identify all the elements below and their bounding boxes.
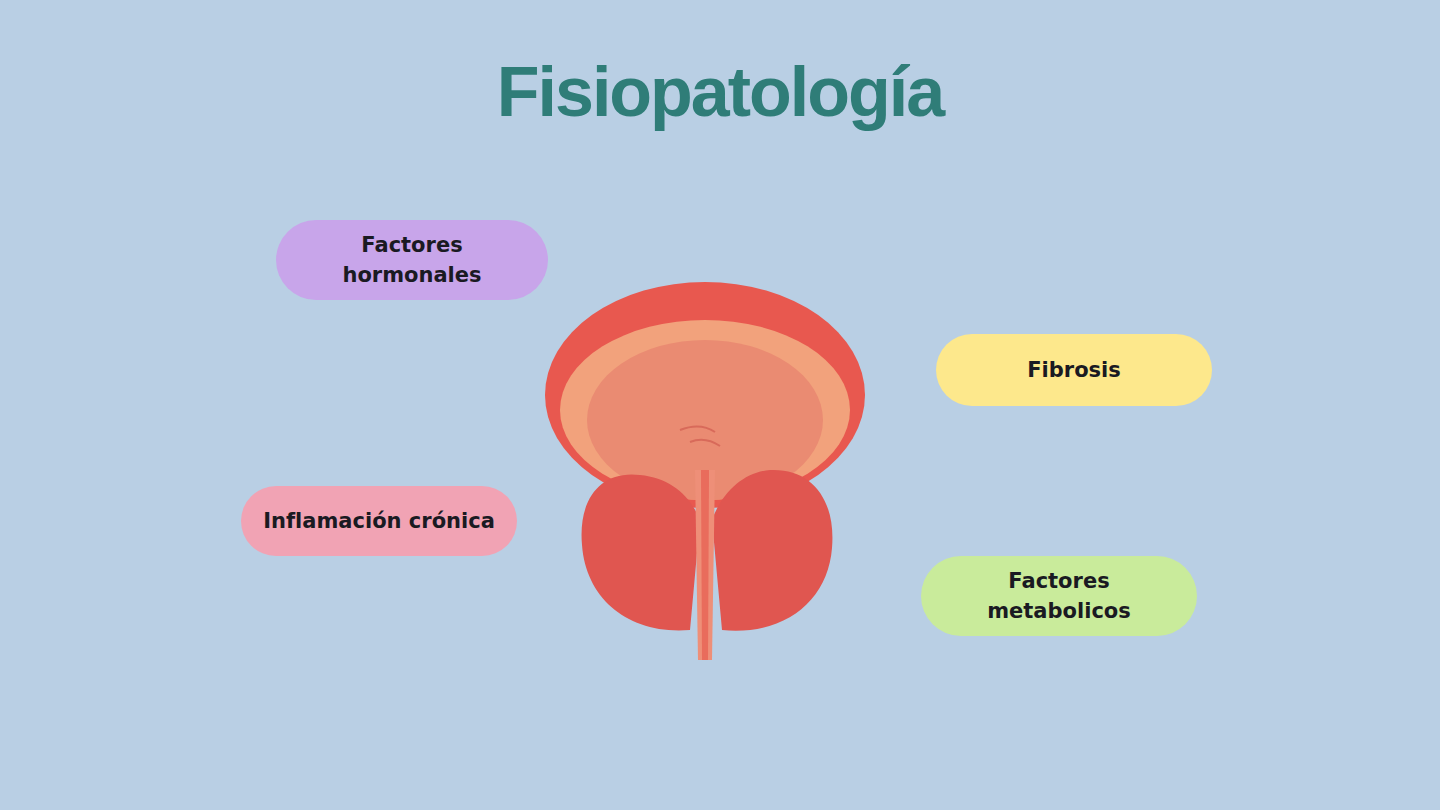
pill-label: Inflamación crónica: [263, 506, 495, 536]
slide-title: Fisiopatología: [0, 52, 1440, 132]
factor-pill: Inflamación crónica: [241, 486, 517, 556]
factor-pill: Factores metabolicos: [921, 556, 1197, 636]
pill-label: Factores metabolicos: [969, 566, 1149, 627]
pill-label: Fibrosis: [1027, 355, 1121, 385]
factor-pill: Factores hormonales: [276, 220, 548, 300]
factor-pill: Fibrosis: [936, 334, 1212, 406]
pill-label: Factores hormonales: [322, 230, 502, 291]
